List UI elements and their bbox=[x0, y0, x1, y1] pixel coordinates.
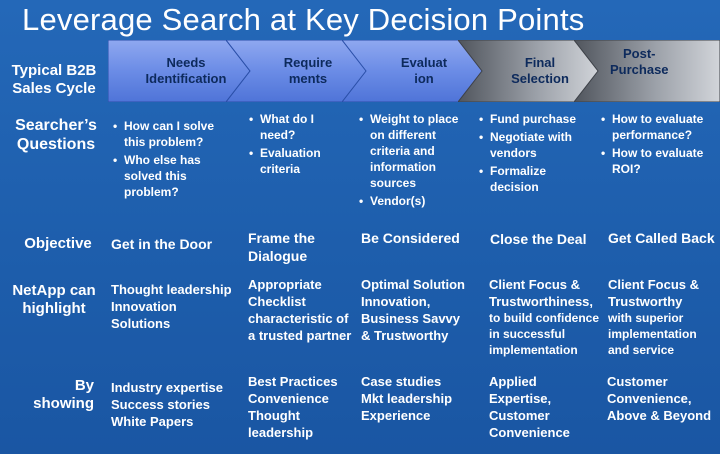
stage-label-line: Require bbox=[283, 55, 333, 70]
row-label-objective: Objective bbox=[24, 235, 92, 252]
showing-evaluation: Case studies Mkt leadership Experience bbox=[361, 374, 453, 423]
question-item: Weight to place on different criteria an… bbox=[359, 111, 468, 191]
questions-requirements: What do I need? Evaluation criteria bbox=[248, 111, 348, 179]
question-item: Vendor(s) bbox=[359, 193, 468, 209]
stage-label-line: Final bbox=[524, 55, 556, 70]
stage-label-line: Selection bbox=[511, 71, 569, 86]
highlight-post-purchase: Client Focus & Trustworthy with superior… bbox=[608, 277, 700, 357]
question-item: Formalize decision bbox=[479, 163, 588, 195]
objective-requirements: Frame the Dialogue bbox=[248, 230, 315, 264]
objective-final-selection: Close the Deal bbox=[490, 231, 587, 247]
questions-post-purchase: How to evaluate performance? How to eval… bbox=[600, 111, 710, 179]
row-label-showing: By showing bbox=[33, 377, 94, 412]
question-item: How can I solve this problem? bbox=[113, 118, 234, 150]
stage-chevron-final-selection: Final Selection bbox=[458, 40, 600, 102]
stage-label-line: Evaluat bbox=[400, 55, 448, 70]
question-item: How to evaluate performance? bbox=[601, 111, 710, 143]
stage-label-line: Purchase bbox=[610, 62, 669, 77]
question-item: Who else has solved this problem? bbox=[113, 152, 234, 200]
question-item: Negotiate with vendors bbox=[479, 129, 588, 161]
question-item: Evaluation criteria bbox=[249, 145, 348, 177]
chevron-shape bbox=[226, 40, 368, 102]
highlight-needs-identification: Thought leadership Innovation Solutions bbox=[111, 282, 232, 331]
questions-final-selection: Fund purchase Negotiate with vendors For… bbox=[478, 111, 588, 197]
row-label-sales-cycle: Typical B2B Sales Cycle bbox=[11, 62, 97, 97]
highlight-final-selection: Client Focus & Trustworthiness, to build… bbox=[489, 277, 599, 357]
stage-chevron-needs-identification: Needs Identification bbox=[108, 40, 250, 102]
showing-requirements: Best Practices Convenience Thought leade… bbox=[248, 374, 338, 440]
stage-chevron-evaluation: Evaluat ion bbox=[342, 40, 484, 102]
question-item: How to evaluate ROI? bbox=[601, 145, 710, 177]
questions-evaluation: Weight to place on different criteria an… bbox=[358, 111, 468, 211]
objective-evaluation: Be Considered bbox=[361, 230, 460, 246]
objective-post-purchase: Get Called Back bbox=[608, 230, 715, 246]
question-item: Fund purchase bbox=[479, 111, 588, 127]
question-item: What do I need? bbox=[249, 111, 348, 143]
objective-needs-identification: Get in the Door bbox=[111, 236, 213, 252]
chevron-shape bbox=[458, 40, 600, 102]
stage-chevron-post-purchase: Post- Purchase bbox=[574, 40, 720, 102]
stage-label-line: ments bbox=[288, 71, 328, 86]
chevron-shape bbox=[574, 40, 720, 102]
showing-post-purchase: Customer Convenience, Above & Beyond bbox=[607, 374, 712, 423]
chevron-shape bbox=[342, 40, 484, 102]
highlight-evaluation: Optimal Solution Innovation, Business Sa… bbox=[361, 277, 465, 343]
stage-label-line: Post- bbox=[623, 46, 656, 61]
questions-needs-identification: How can I solve this problem? Who else h… bbox=[112, 118, 234, 202]
stage-label-line: ion bbox=[414, 71, 434, 86]
showing-final-selection: Applied Expertise, Customer Convenience bbox=[489, 374, 570, 440]
stage-label-line: Identification bbox=[145, 71, 227, 86]
stage-chevron-requirements: Require ments bbox=[226, 40, 368, 102]
highlight-requirements: Appropriate Checklist characteristic of … bbox=[248, 277, 352, 343]
slide-title: Leverage Search at Key Decision Points bbox=[22, 2, 585, 37]
stage-label-line: Needs bbox=[166, 55, 206, 70]
row-label-highlight: NetApp can highlight bbox=[12, 282, 96, 317]
showing-needs-identification: Industry expertise Success stories White… bbox=[111, 380, 223, 429]
row-label-searcher-questions: Searcher’s Questions bbox=[15, 117, 97, 153]
